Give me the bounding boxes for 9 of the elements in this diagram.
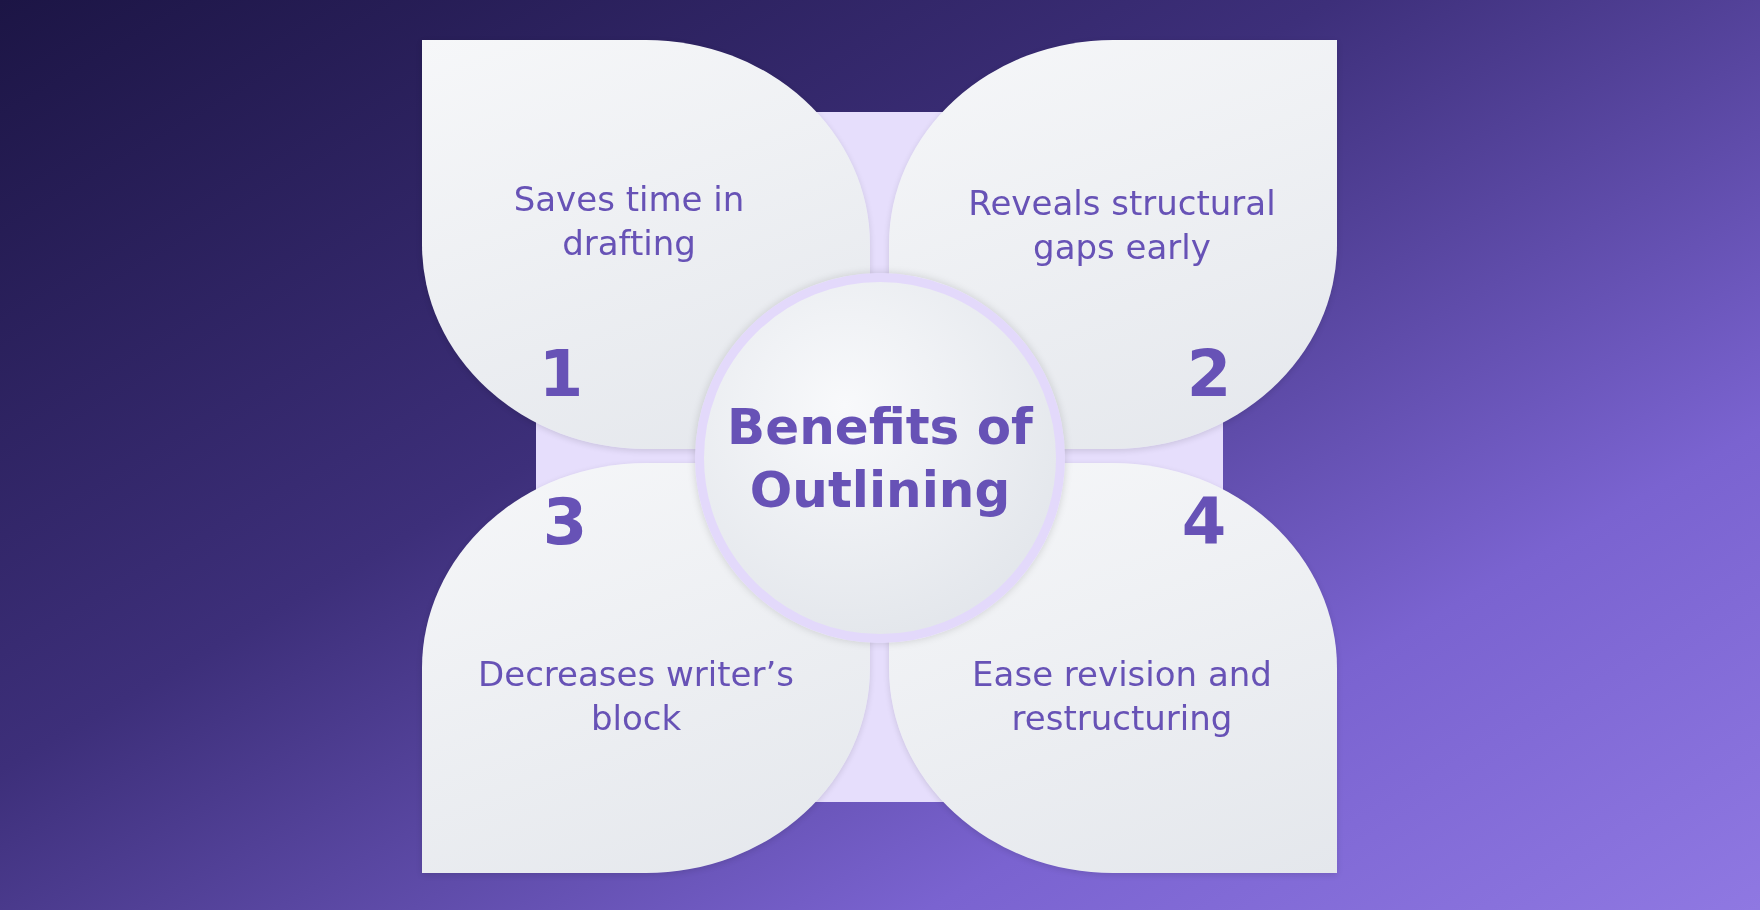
benefit-text: Decreases writer’s block	[477, 652, 795, 740]
step-number: 4	[1181, 485, 1227, 559]
step-number: 2	[1186, 337, 1232, 411]
benefit-text: Reveals structural gaps early	[967, 181, 1277, 269]
step-number: 3	[542, 485, 588, 559]
center-title: Benefits of Outlining	[726, 396, 1035, 520]
benefit-text: Ease revision and restructuring	[971, 652, 1273, 740]
step-number: 1	[538, 337, 584, 411]
benefit-text: Saves time in drafting	[512, 177, 746, 265]
